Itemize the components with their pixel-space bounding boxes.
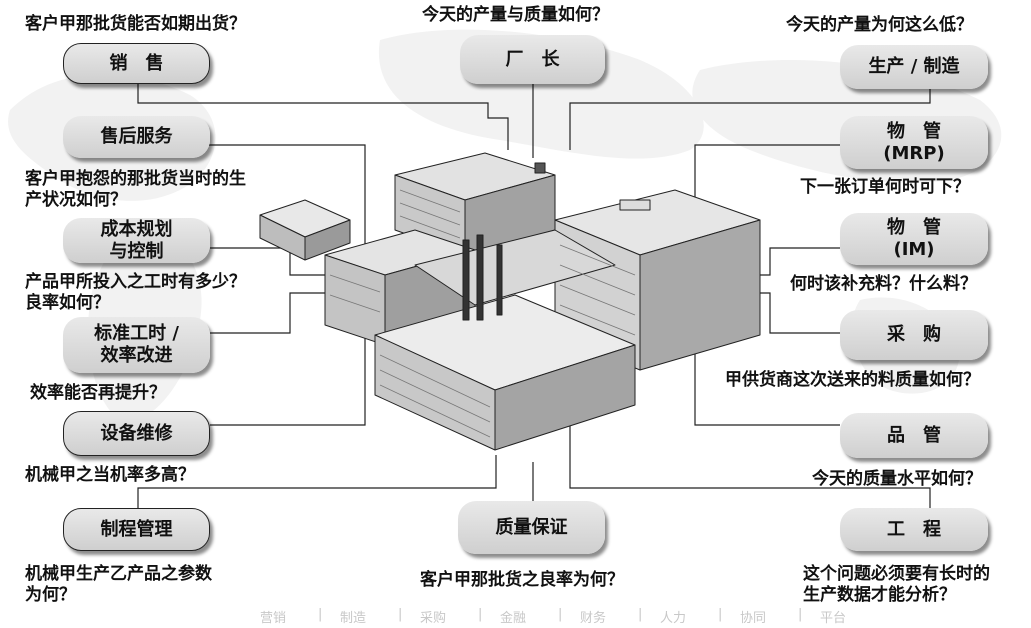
question-production: 今天的产量为何这么低？ (786, 15, 973, 35)
line-maintenance (210, 335, 366, 426)
role-im[interactable]: 物 管 (IM) (840, 213, 988, 265)
question-cost-line1: 产品甲所投入之工时有多少？ (25, 272, 246, 292)
line-std-hours (210, 292, 328, 334)
factory-building-illustration (259, 152, 761, 451)
line-process (137, 455, 497, 508)
footer-separator: | (798, 607, 803, 622)
role-director[interactable]: 厂 长 (460, 35, 605, 84)
footer-separator: | (558, 607, 563, 622)
role-mrp[interactable]: 物 管 (MRP) (840, 116, 988, 169)
line-cost (210, 247, 330, 276)
footer-item: 制造 (340, 611, 367, 626)
question-maintenance: 机械甲之当机率多高？ (25, 465, 195, 485)
question-engineering-line2: 生产数据才能分析？ (803, 585, 956, 605)
footer-separator: | (478, 607, 483, 622)
question-quality-assurance: 客户甲那批货之良率为何？ (420, 570, 624, 590)
question-after-sales-line1: 客户甲抱怨的那批货当时的生 (25, 169, 246, 189)
footer-item: 营销 (260, 611, 287, 626)
footer-separator: | (318, 607, 323, 622)
footer-item: 财务 (580, 611, 607, 626)
footer-separator: | (638, 607, 643, 622)
question-director: 今天的产量与质量如何？ (422, 5, 609, 25)
question-im: 何时该补充料？什么料？ (790, 274, 977, 294)
role-maintenance[interactable]: 设备维修 (63, 411, 210, 456)
role-process-mgmt[interactable]: 制程管理 (63, 508, 210, 551)
role-purchasing[interactable]: 采 购 (840, 310, 988, 360)
role-after-sales[interactable]: 售后服务 (63, 116, 210, 158)
footer-item: 平台 (820, 611, 847, 626)
line-after-sales (208, 144, 366, 250)
line-engineering (569, 420, 931, 508)
question-process-line1: 机械甲生产乙产品之参数 (25, 564, 212, 584)
footer-watermark: 营销 | 制造 | 采购 | 金融 | 财务 | 人力 | 协同 | 平台 (0, 607, 1031, 627)
line-qc (694, 335, 840, 426)
question-quality-control: 今天的质量水平如何？ (812, 469, 982, 489)
question-purchasing: 甲供货商这次送来的料质量如何？ (725, 370, 980, 390)
question-engineering-line1: 这个问题必须要有长时的 (803, 564, 990, 584)
question-cost-line2: 良率如何？ (25, 293, 110, 313)
question-after-sales-line2: 产状况如何？ (25, 190, 127, 210)
role-production[interactable]: 生产 / 制造 (840, 45, 988, 89)
footer-separator: | (398, 607, 403, 622)
role-quality-assurance[interactable]: 质量保证 (458, 501, 605, 554)
question-sales: 客户甲那批货能否如期出货？ (25, 14, 246, 34)
footer-separator: | (718, 607, 723, 622)
role-engineering[interactable]: 工 程 (840, 508, 988, 551)
role-standard-hours[interactable]: 标准工时 / 效率改进 (63, 317, 210, 373)
footer-item: 采购 (420, 611, 447, 626)
line-production (569, 89, 931, 150)
line-sales (137, 84, 509, 150)
question-mrp: 下一张订单何时可下？ (800, 177, 970, 197)
question-efficiency: 效率能否再提升？ (30, 383, 166, 403)
role-quality-control[interactable]: 品 管 (840, 413, 988, 458)
footer-item: 金融 (500, 611, 527, 626)
role-sales[interactable]: 销 售 (63, 43, 210, 84)
footer-item: 协同 (740, 611, 767, 626)
footer-item: 人力 (660, 611, 687, 626)
question-process-line2: 为何？ (25, 585, 76, 605)
role-cost-control[interactable]: 成本规划 与控制 (63, 218, 210, 263)
